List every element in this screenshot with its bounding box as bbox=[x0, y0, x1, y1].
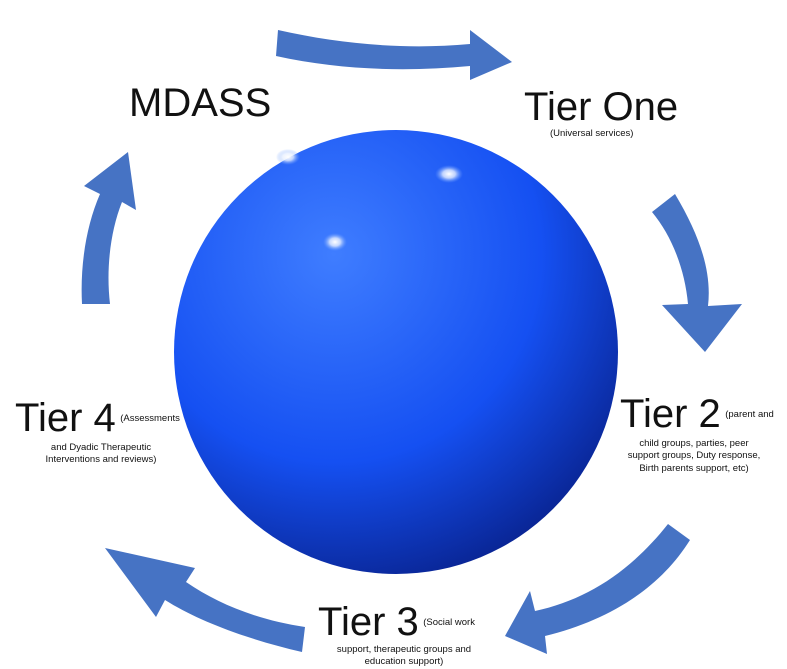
tier-3-detail-line: education support) bbox=[364, 656, 444, 668]
cycle-arrows bbox=[81, 30, 742, 654]
tier-one-detail: (Universal services) bbox=[550, 128, 634, 139]
center-sphere bbox=[174, 130, 618, 574]
mdass-title: MDASS bbox=[129, 81, 272, 125]
tier-2-detail-line: child groups, parties, peer bbox=[639, 438, 749, 449]
arrow-mdass-to-tier-one bbox=[276, 30, 512, 80]
arrow-tier-3-to-tier-4 bbox=[105, 548, 305, 652]
tier-3-detail-inline: (Social work bbox=[423, 617, 475, 628]
tier-2-detail-line: support groups, Duty response, bbox=[627, 450, 761, 462]
arrow-tier-2-to-tier-3 bbox=[505, 524, 690, 654]
tier-3-title: Tier 3 bbox=[318, 600, 419, 644]
arrow-tier-one-to-tier-2 bbox=[652, 194, 742, 352]
tier-4-detail-line: and Dyadic Therapeutic bbox=[50, 442, 152, 453]
tier-4-title: Tier 4 bbox=[15, 396, 116, 440]
sphere-highlight bbox=[435, 165, 463, 183]
tier-2-detail-line: Birth parents support, etc) bbox=[639, 462, 749, 474]
sphere-highlight bbox=[276, 149, 300, 165]
tier-2-title: Tier 2 bbox=[620, 392, 721, 436]
tier-4-block: Tier 4 (Assessments and Dyadic Therapeut… bbox=[15, 398, 215, 467]
sphere-highlight bbox=[323, 233, 347, 251]
arrow-tier-4-to-mdass bbox=[81, 152, 136, 304]
tier-2-detail-inline: (parent and bbox=[725, 409, 774, 420]
tier-3-block: Tier 3 (Social work support, therapeutic… bbox=[318, 602, 508, 669]
tier-4-detail-inline: (Assessments bbox=[120, 413, 180, 424]
tier-4-detail-line: Interventions and reviews) bbox=[45, 454, 157, 466]
tier-one-title: Tier One bbox=[524, 85, 679, 129]
tier-2-block: Tier 2 (parent and child groups, parties… bbox=[620, 394, 778, 475]
tier-3-detail-line: support, therapeutic groups and bbox=[336, 644, 472, 655]
